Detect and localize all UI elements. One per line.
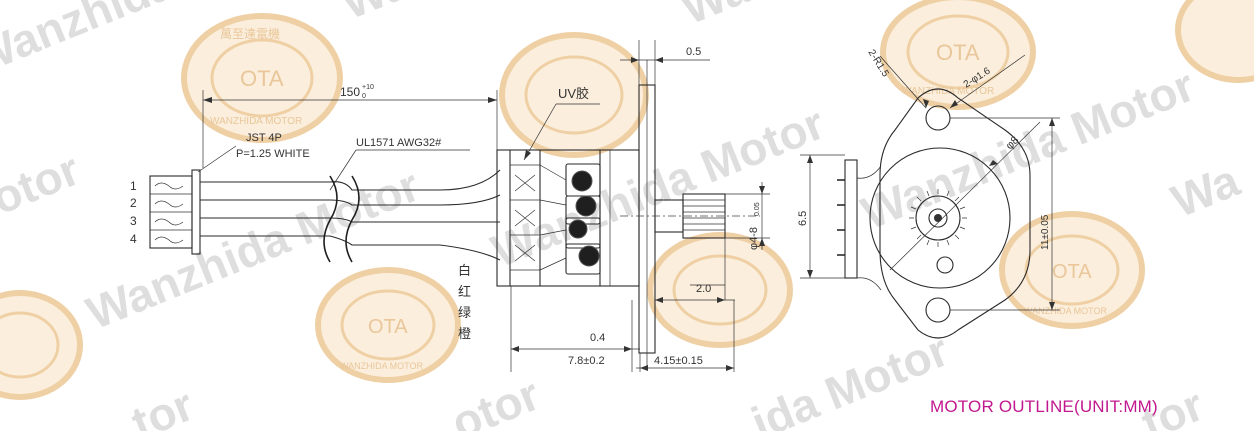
wire-color-2: 红 [458,284,471,299]
lead-length: 150 [340,85,360,99]
seal-cn-text: 萬至達電機 [220,26,280,41]
svg-text:OTA: OTA [1052,261,1092,283]
lead-tolerance-upper: +10 [362,84,374,91]
motor-body-circle [869,147,1011,289]
shaft-diameter-tol: 0.05 [754,202,761,216]
watermark-seal: OTA 萬至達電機 WANZHIDA MOTOR [181,13,343,143]
plate-thickness: 0.5 [686,46,701,58]
solder-pads [565,163,601,275]
mount-hole-top [925,105,951,131]
output-gear [620,193,760,239]
gap-dimension: 0.4 [590,332,605,344]
motor-body-side [496,149,640,287]
svg-text:OTA: OTA [936,40,980,65]
seal-logo: OTA [240,66,284,91]
connector-label: JST 4P [246,132,282,144]
uv-glue-label: UV胶 [558,86,589,101]
svg-text:OTA: OTA [368,316,408,338]
wire-color-4: 橙 [458,326,471,341]
left-view: 1 2 3 4 JST 4P P=1.25 WHITE UL1571 AWG32… [130,40,770,372]
seal-en-text: WANZHIDA MOTOR [210,116,302,127]
wire-color-1: 白 [458,263,471,278]
watermark-seal: OTA WANZHIDA MOTOR [315,267,461,383]
svg-text:Wa: Wa [674,0,756,34]
hole-spacing: 11±0.05 [1040,214,1051,250]
pin-number-3: 3 [130,214,137,228]
watermark-seal [499,32,649,158]
svg-text:WANZHIDA MOTOR: WANZHIDA MOTOR [340,361,424,371]
wire-spec: UL1571 AWG32# [356,137,442,149]
watermark-seal [647,232,793,348]
watermark-seal: OTA WANZHIDA MOTOR [999,211,1145,329]
wire-color-3: 绿 [458,305,471,320]
terminals [837,165,882,291]
lead-tolerance-lower: 0 [362,93,366,100]
svg-text:tor: tor [124,378,200,431]
pin-number-1: 1 [130,179,137,193]
shaft-extension: 2.0 [696,283,711,295]
shaft-length: 4.15±0.15 [654,355,703,367]
mount-hole-bottom [925,297,951,323]
watermark-seal [1175,0,1254,83]
watermark-seals: OTA 萬至達電機 WANZHIDA MOTOR OTA WANZHIDA MO… [0,0,1254,400]
pin-number-4: 4 [130,232,137,246]
lead-wires [200,169,501,263]
svg-text:Wa: Wa [1164,154,1246,228]
outline-caption: MOTOR OUTLINE(UNIT:MM) [930,397,1158,416]
svg-text:ida Motor: ida Motor [744,323,955,431]
jst-connector [149,169,201,255]
shaft-diameter: φ4-8 [748,227,760,250]
svg-text:otor: otor [444,368,546,431]
flange-outline [879,88,1031,339]
pin-number-2: 2 [130,196,137,210]
svg-text:Wa: Wa [334,0,416,29]
watermark-seal: OTA WANZHIDA MOTOR [880,0,1036,110]
svg-text:otor: otor [0,143,87,225]
watermark-seal [0,290,83,400]
svg-text:WANZHIDA MOTOR: WANZHIDA MOTOR [1024,306,1108,316]
connector-pitch: P=1.25 WHITE [236,148,310,160]
body-length: 7.8±0.2 [568,355,605,367]
height-dimension: 6.5 [797,211,809,226]
pinion-gear [909,189,967,247]
